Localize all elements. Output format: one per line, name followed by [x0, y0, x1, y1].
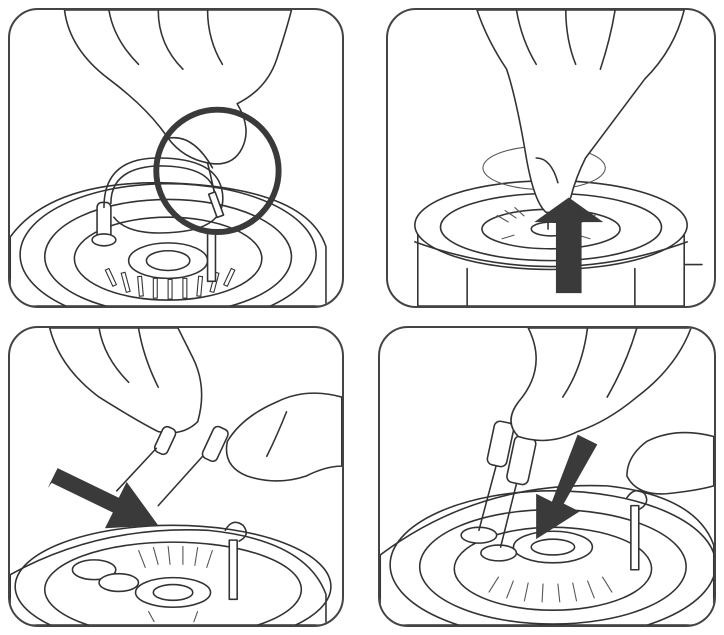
motor-base — [414, 179, 703, 306]
clip-loop — [103, 157, 224, 234]
step-4-panel — [378, 326, 716, 627]
pin — [626, 489, 648, 571]
diagonal-arrow-icon — [536, 434, 598, 540]
motor-base — [10, 524, 332, 625]
step-1-panel — [8, 8, 344, 308]
hand — [225, 392, 342, 482]
hand — [48, 328, 203, 434]
pin — [91, 201, 217, 283]
step-4-illustration — [380, 328, 714, 625]
hand — [626, 431, 714, 495]
vent-slots — [104, 267, 236, 300]
pin — [224, 521, 248, 601]
hand — [63, 10, 293, 209]
hand — [510, 328, 692, 442]
step-2-panel — [386, 8, 716, 308]
pin — [478, 420, 515, 532]
pin — [207, 191, 225, 219]
diagonal-arrow-icon — [47, 468, 159, 529]
step-3-panel — [8, 326, 344, 627]
step-1-illustration — [10, 10, 327, 306]
step-2-illustration — [414, 10, 703, 306]
pin — [157, 425, 229, 507]
vent-slots — [137, 546, 214, 623]
pin — [116, 425, 177, 492]
up-arrow-icon — [534, 197, 604, 294]
vent-slots — [488, 576, 613, 603]
highlight-circle-icon — [153, 106, 282, 235]
step-3-illustration — [10, 328, 342, 625]
